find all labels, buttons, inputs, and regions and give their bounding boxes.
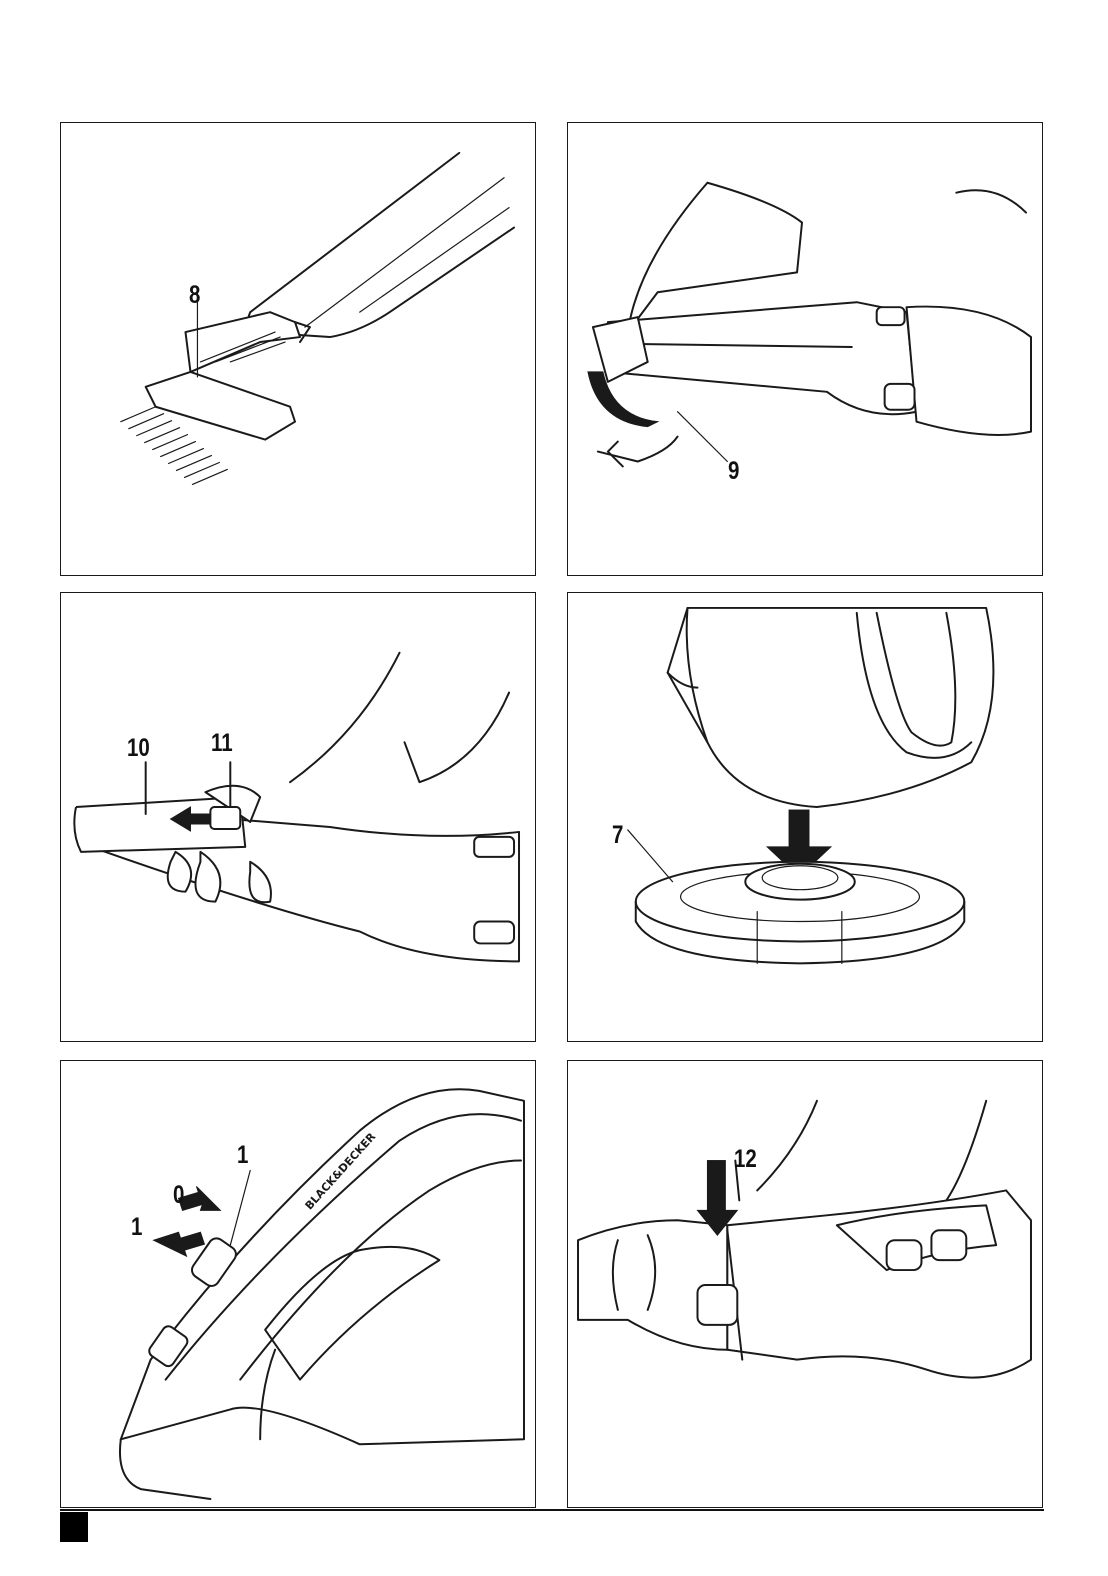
callout-8: 8 [189, 283, 200, 308]
bowl-release-illustration [568, 1061, 1042, 1507]
figure-panel-slide-release: 10 11 [60, 592, 536, 1042]
charging-base-illustration [568, 593, 1042, 1041]
slide-release-illustration [61, 593, 535, 1041]
callout-0-off: 0 [173, 1183, 184, 1208]
figure-panel-remove-brush: 9 [567, 122, 1043, 576]
callout-7: 7 [612, 823, 623, 848]
figure-panel-charging-base: 7 [567, 592, 1043, 1042]
figure-panel-crevice-brush: 8 [60, 122, 536, 576]
callout-10: 10 [127, 736, 150, 761]
page-number-marker [60, 1512, 88, 1542]
callout-9: 9 [728, 459, 739, 484]
footer-rule [60, 1509, 1044, 1511]
callout-1-on: 1 [131, 1215, 142, 1240]
callout-11: 11 [211, 731, 233, 756]
crevice-brush-illustration [61, 123, 535, 575]
figure-panel-power-switch: BLACK&DECKER 1 0 1 [60, 1060, 536, 1508]
figure-panel-bowl-release: 12 [567, 1060, 1043, 1508]
remove-brush-illustration [568, 123, 1042, 575]
callout-12: 12 [734, 1147, 757, 1172]
callout-1-switch: 1 [237, 1143, 248, 1168]
power-switch-illustration: BLACK&DECKER [61, 1061, 535, 1507]
